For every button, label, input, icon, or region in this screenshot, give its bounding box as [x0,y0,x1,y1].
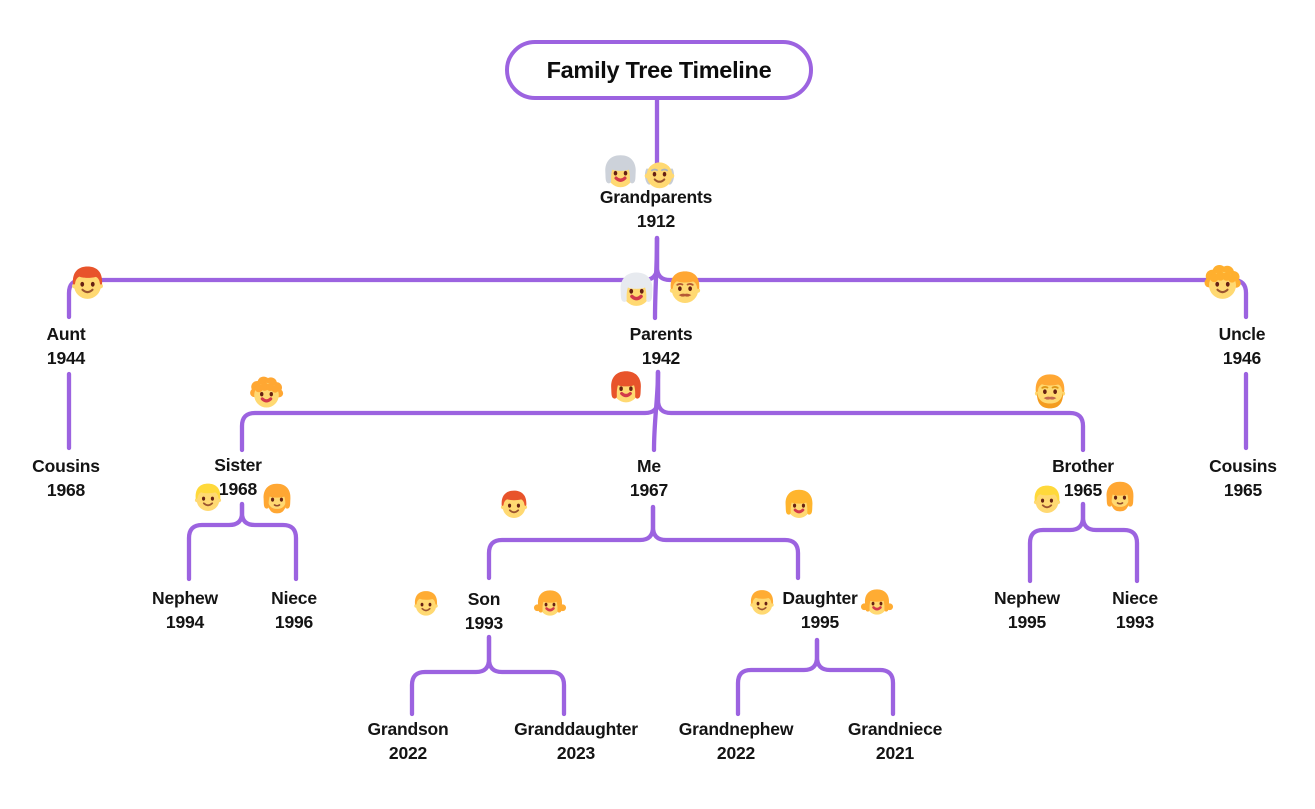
girl-emoji [860,586,894,620]
node-label: Parents [629,324,693,344]
node-grandnephew: Grandnephew 2022 [678,717,794,765]
girl-emoji [533,587,567,621]
node-daughter: Daughter 1995 [782,586,857,634]
woman-red-hair-emoji [605,367,647,409]
node-label: Niece [271,588,317,608]
person-curly-hair-emoji [1200,261,1245,306]
node-label: Son [467,589,501,609]
node-year: 1946 [1222,348,1262,368]
node-brother: Brother 1965 [1052,454,1114,502]
woman-curly-hair-emoji [246,373,287,414]
node-label: Granddaughter [514,719,638,739]
man-emoji [663,266,707,310]
node-me: Me 1967 [630,454,668,502]
node-label: Grandparents [599,187,713,207]
older-man-emoji [638,152,681,195]
node-year: 1942 [641,348,681,368]
node-label: Cousins [1209,456,1277,476]
diagram-title: Family Tree Timeline [505,40,813,100]
node-grandniece: Grandniece 2021 [848,717,942,765]
node-label: Cousins [32,456,100,476]
node-year: 1912 [636,211,676,231]
node-parents: Parents 1942 [630,322,693,370]
woman-emoji [780,486,818,524]
node-year: 1965 [1223,480,1263,500]
node-label: Grandnephew [678,719,794,739]
node-year: 2023 [556,743,596,763]
node-label: Uncle [1218,324,1266,344]
boy-emoji [745,586,779,620]
node-label: Brother [1052,456,1114,476]
node-year: 1965 [1063,480,1103,500]
node-aunt: Aunt 1944 [46,322,85,370]
node-label: Grandson [367,719,449,739]
node-year: 1968 [46,480,86,500]
node-cousins-right: Cousins 1965 [1209,454,1277,502]
node-son: Son 1993 [465,587,503,635]
node-label: Nephew [994,588,1060,608]
node-year: 2022 [388,743,428,763]
node-label: Me [637,456,661,476]
node-year: 1944 [46,348,86,368]
node-year: 1995 [800,612,840,632]
node-label: Niece [1112,588,1158,608]
node-year: 1993 [1115,612,1155,632]
node-label: Aunt [46,324,86,344]
child-red-hair-emoji [495,486,533,524]
person-red-hair-emoji [65,261,110,306]
node-year: 2022 [716,743,756,763]
node-cousins-left: Cousins 1968 [32,454,100,502]
node-nephew-right: Nephew 1995 [994,586,1060,634]
node-sister: Sister 1968 [214,453,262,501]
node-grandparents: Grandparents 1912 [599,185,713,233]
man-beard-emoji [1028,369,1072,413]
woman-beard-emoji [1101,478,1139,516]
node-granddaughter: Granddaughter 2023 [514,717,638,765]
node-label: Sister [214,455,262,475]
node-year: 1967 [629,480,669,500]
node-uncle: Uncle 1946 [1219,322,1266,370]
node-year: 2021 [875,743,915,763]
boy-emoji [409,587,443,621]
woman-white-hair-emoji [614,268,659,313]
blond-person-emoji [1028,481,1066,519]
woman-beard-emoji [258,480,296,518]
node-grandson: Grandson 2022 [367,717,448,765]
node-year: 1996 [274,612,314,632]
node-nephew-left: Nephew 1994 [152,586,218,634]
node-niece-right: Niece 1993 [1112,586,1158,634]
node-label: Nephew [152,588,218,608]
node-label: Daughter [782,588,858,608]
node-year: 1994 [165,612,205,632]
node-year: 1993 [464,613,504,633]
older-woman-emoji [599,151,642,194]
node-year: 1995 [1007,612,1047,632]
node-niece-left: Niece 1996 [271,586,317,634]
node-label: Grandniece [847,719,943,739]
blond-person-emoji [189,479,227,517]
node-year: 1968 [218,479,258,499]
